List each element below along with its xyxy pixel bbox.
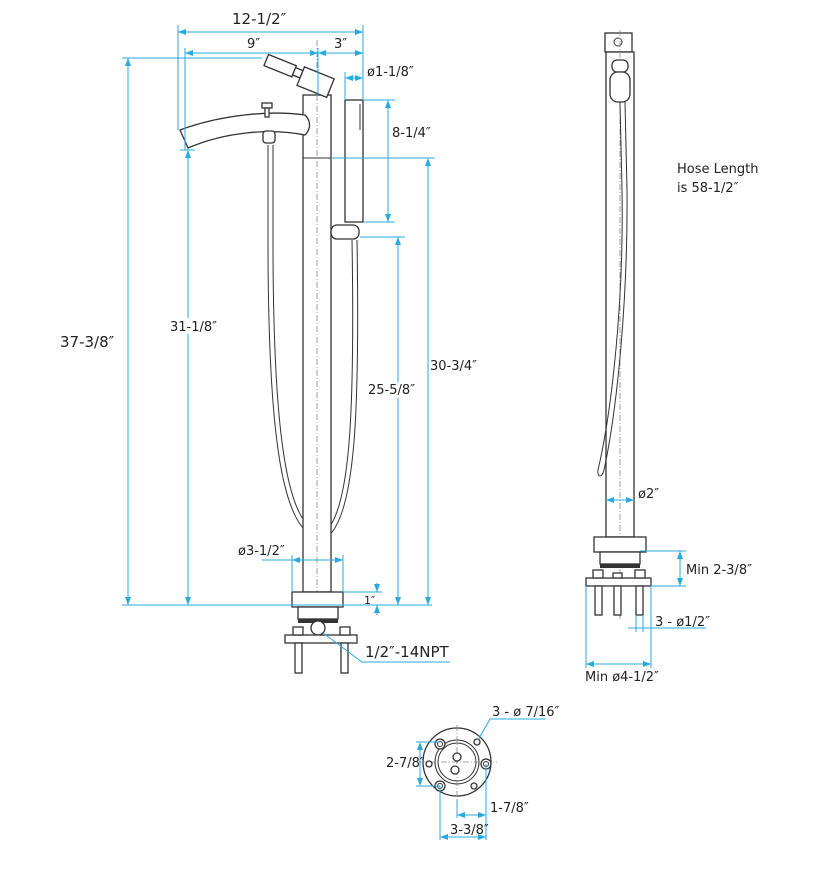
hose-length-line1: Hose Length — [677, 162, 758, 177]
dim-overall-height: 37-3/8″ — [60, 57, 432, 606]
shower-diameter-label: ø1-1/8″ — [367, 65, 414, 80]
spout-reach-label: 9″ — [247, 37, 260, 52]
side-view: Hose Length is 58-1/2″ ø2″ Min 2-3/8″ 3 … — [585, 30, 758, 685]
overall-height-label: 37-3/8″ — [60, 333, 115, 351]
collar — [593, 536, 647, 553]
bottom-view: 3 - ø 7/16″ 2-7/8″ 1-7/8″ 3-3/8″ — [386, 705, 560, 840]
dim-base-diameter: ø3-1/2″ — [238, 544, 344, 592]
mounting-plate — [585, 577, 652, 587]
min-height-label: Min 2-3/8″ — [686, 563, 752, 578]
hose-right — [323, 239, 359, 541]
dim-vertical-spacing: 2-7/8″ — [386, 741, 440, 787]
inlet-thread-label: 1/2″-14NPT — [365, 643, 450, 661]
dim-min-height: Min 2-3/8″ — [640, 550, 752, 587]
shower-holder — [330, 224, 360, 240]
vertical-spacing-label: 2-7/8″ — [386, 756, 425, 771]
handle-cap — [604, 32, 633, 53]
holder-height-label: 25-5/8″ — [368, 383, 415, 398]
horizontal-spacing-label: 3-3/8″ — [450, 823, 489, 838]
min-hole-label: Min ø4-1/2″ — [585, 670, 659, 685]
hand-shower — [344, 99, 364, 223]
bolt-diameter-label: 3 - ø1/2″ — [655, 615, 710, 630]
mounting-plate — [284, 634, 358, 644]
hose-left — [267, 145, 313, 536]
column-diameter-label: ø2″ — [638, 487, 659, 502]
hose-length-line2: is 58-1/2″ — [677, 181, 739, 196]
overall-width-label: 12-1/2″ — [232, 10, 287, 28]
dim-top-height: 30-3/4″ — [331, 157, 477, 605]
base-height-label: 1″ — [364, 594, 375, 607]
holes-label: 3 - ø 7/16″ — [492, 705, 560, 720]
dim-base-height: 1″ — [343, 583, 382, 615]
dim-spout-height: 31-1/8″ — [166, 149, 218, 605]
hose — [597, 101, 628, 477]
dim-center-offset: 1-7/8″ — [456, 764, 529, 840]
handle — [263, 53, 336, 99]
spout — [179, 112, 311, 149]
column-to-shower-label: 3″ — [334, 37, 347, 52]
dim-holder-height: 25-5/8″ — [360, 236, 418, 605]
dim-shower-length: 8-1/4″ — [363, 99, 431, 223]
dim-shower-diameter: ø1-1/8″ — [344, 65, 414, 100]
dim-bolt-diameter: 3 - ø1/2″ — [628, 615, 710, 632]
dim-min-hole: Min ø4-1/2″ — [585, 586, 659, 685]
dim-column-diameter: ø2″ — [606, 487, 659, 503]
spout-height-label: 31-1/8″ — [170, 320, 217, 335]
dim-holes: 3 - ø 7/16″ — [477, 705, 560, 741]
top-height-label: 30-3/4″ — [430, 359, 477, 374]
dim-horizontal-spacing: 3-3/8″ — [439, 786, 489, 840]
center-offset-label: 1-7/8″ — [490, 801, 529, 816]
dim-overall-width: 12-1/2″ — [177, 10, 364, 130]
front-view: 12-1/2″ 9″ 3″ ø1-1/8″ 8-1/4″ 37-3/8″ — [60, 10, 477, 674]
dim-spout-reach: 9″ 3″ — [184, 37, 363, 150]
shower-length-label: 8-1/4″ — [392, 126, 431, 141]
dim-inlet: 1/2″-14NPT — [322, 632, 450, 663]
base-diameter-label: ø3-1/2″ — [238, 544, 285, 559]
